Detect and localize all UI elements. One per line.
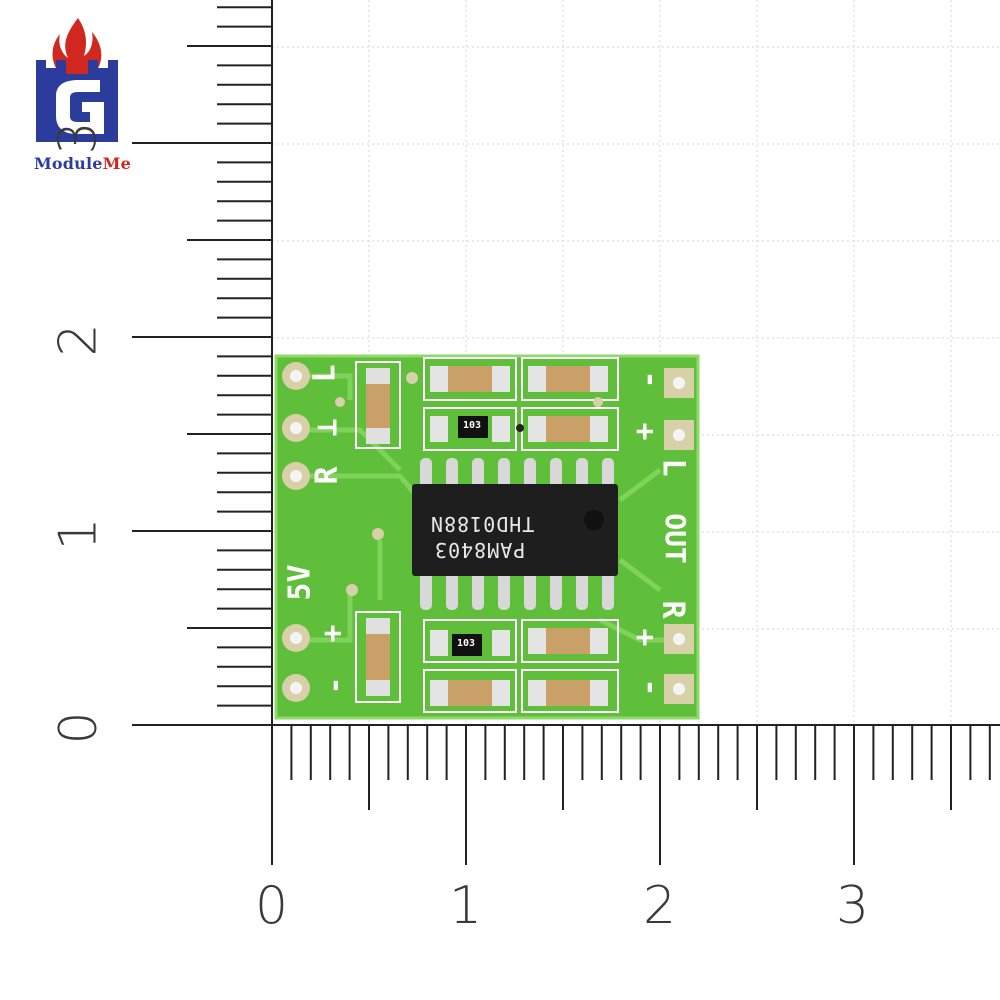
resistor-103-bottom: 103 [452,634,482,656]
silk-minus-right-bottom: - [631,678,667,697]
silk-l-right: L [655,458,691,477]
silk-out: OUT [658,513,692,564]
silk-plus-right-top: + [627,422,663,441]
chip-marking-line1: THD0188N [430,512,535,536]
chip-marking-line2: PAM8403 [434,538,526,562]
silk-plus-left: + [315,624,351,643]
hruler-label-3: 3 [836,876,870,936]
hruler-label-2: 2 [643,876,677,936]
hruler-label-1: 1 [449,876,483,936]
silk-minus-right-top: - [631,370,667,389]
silk-gnd-left: ⊥ [309,418,345,437]
resistor-103-top: 103 [458,416,488,438]
hruler-label-0: 0 [255,876,289,936]
silk-r-right: R [655,600,691,619]
silk-5v: 5V [282,564,318,601]
silk-l-left: L [307,364,343,383]
silk-plus-right-bottom: + [627,628,663,647]
silk-minus-left: - [317,676,353,695]
module-me-logo: ModuleMe [16,12,146,173]
silk-r-left: R [309,466,345,485]
logo-text: ModuleMe [34,154,131,173]
